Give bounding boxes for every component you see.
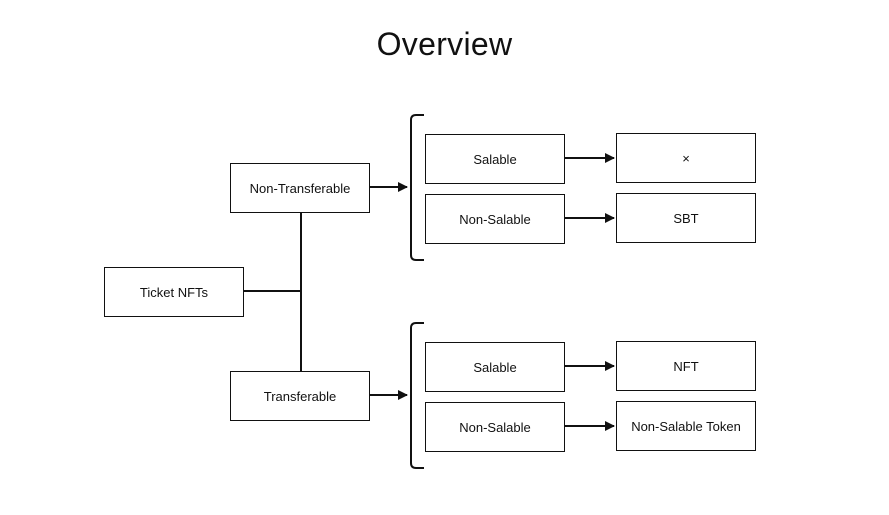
bottom-bracket (410, 322, 424, 469)
nt-salable-node: Salable (425, 134, 565, 184)
t-non-salable-result-node: Non-Salable Token (616, 401, 756, 451)
t-non-salable-node: Non-Salable (425, 402, 565, 452)
transferable-node: Transferable (230, 371, 370, 421)
nt-non-salable-result-node: SBT (616, 193, 756, 243)
nt-non-salable-node: Non-Salable (425, 194, 565, 244)
diagram-title: Overview (376, 26, 513, 62)
t-salable-node: Salable (425, 342, 565, 392)
non-transferable-node: Non-Transferable (230, 163, 370, 213)
t-salable-result-node: NFT (616, 341, 756, 391)
top-bracket (410, 114, 424, 261)
nt-salable-result-node: × (616, 133, 756, 183)
root-node: Ticket NFTs (104, 267, 244, 317)
